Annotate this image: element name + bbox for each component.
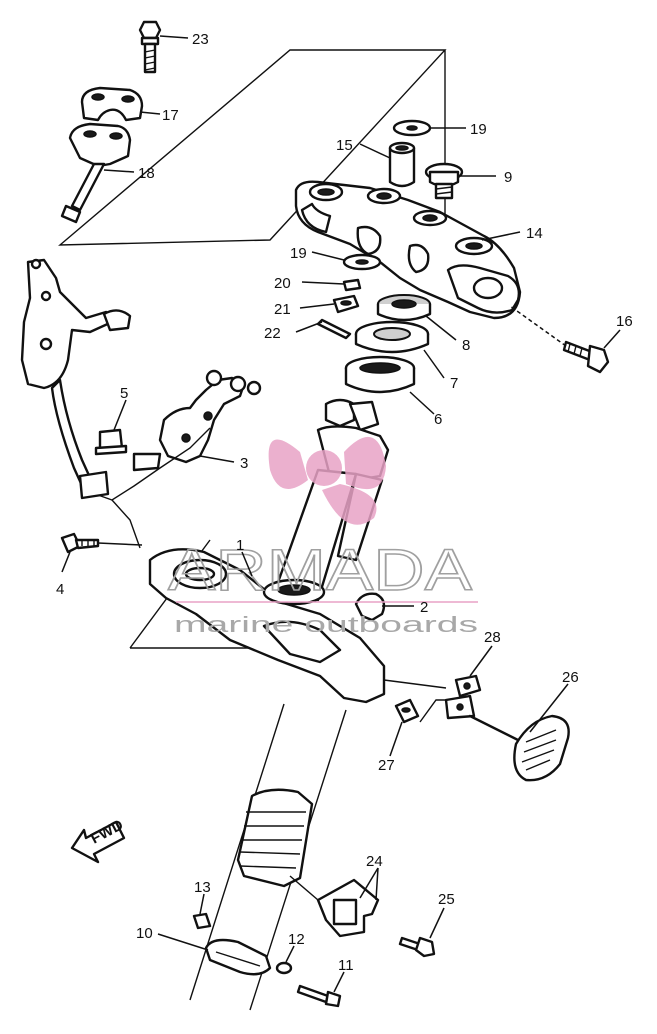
callout-28: 28 bbox=[484, 629, 501, 646]
callout-5: 5 bbox=[120, 385, 128, 402]
wire-bracket-left bbox=[20, 258, 132, 492]
washer-19-lower bbox=[342, 253, 382, 271]
bracket-3 bbox=[132, 369, 262, 472]
callout-23: 23 bbox=[192, 31, 209, 48]
leader-lines bbox=[61, 35, 621, 993]
bracket-24 bbox=[289, 875, 380, 938]
callout-3: 3 bbox=[240, 455, 248, 472]
callout-8: 8 bbox=[462, 337, 470, 354]
callout-27: 27 bbox=[378, 757, 395, 774]
washer-12 bbox=[275, 961, 293, 975]
callout-4: 4 bbox=[56, 581, 64, 598]
callout-20: 20 bbox=[274, 275, 291, 292]
callout-14: 14 bbox=[526, 225, 543, 242]
grommet-27 bbox=[394, 698, 420, 724]
cotter-pin-22 bbox=[316, 318, 352, 340]
callout-21: 21 bbox=[274, 301, 291, 318]
callout-19-top: 19 bbox=[470, 121, 487, 138]
callout-24: 24 bbox=[366, 853, 383, 870]
washer-19-top bbox=[392, 119, 432, 137]
bolt-23 bbox=[138, 20, 162, 74]
callout-1: 1 bbox=[236, 537, 244, 554]
callout-22: 22 bbox=[264, 325, 281, 342]
bolt-16 bbox=[509, 305, 610, 374]
collar-15 bbox=[388, 141, 416, 188]
reflector-26 bbox=[468, 714, 570, 782]
callout-10: 10 bbox=[136, 925, 153, 942]
nut-13 bbox=[192, 912, 212, 930]
lower-bracket bbox=[148, 548, 386, 704]
clamp-10 bbox=[204, 938, 272, 976]
callout-9: 9 bbox=[504, 169, 512, 186]
callout-16: 16 bbox=[616, 313, 633, 330]
callout-17: 17 bbox=[162, 107, 179, 124]
callout-11: 11 bbox=[338, 957, 354, 974]
plate-28 bbox=[383, 674, 482, 723]
bolt-25 bbox=[398, 936, 436, 958]
holder-18 bbox=[60, 122, 132, 224]
watermark-logo-icon bbox=[268, 436, 386, 525]
callout-2: 2 bbox=[420, 599, 428, 616]
bearing-cover-7 bbox=[354, 320, 430, 354]
upper-bracket-14 bbox=[294, 180, 522, 320]
nut-20 bbox=[342, 278, 362, 292]
callout-26: 26 bbox=[562, 669, 579, 686]
watermark-brand: ARMADA bbox=[168, 538, 472, 603]
ring-nut-8 bbox=[376, 294, 432, 322]
watermark: ARMADA marine outboards bbox=[167, 436, 478, 637]
bearing-6 bbox=[344, 355, 416, 394]
bolt-11 bbox=[296, 984, 342, 1008]
screw-4 bbox=[60, 532, 100, 554]
callout-7: 7 bbox=[450, 375, 458, 392]
holder-cap-17 bbox=[80, 86, 144, 122]
callout-19-lower: 19 bbox=[290, 245, 307, 262]
wire-loop bbox=[78, 427, 211, 549]
callout-numbers: 23 17 18 19 15 9 14 19 20 21 22 8 7 16 6… bbox=[56, 31, 633, 974]
callout-6: 6 bbox=[434, 411, 442, 428]
callout-13: 13 bbox=[194, 879, 211, 896]
callout-15: 15 bbox=[336, 137, 353, 154]
nut-21 bbox=[332, 294, 360, 314]
bolt-9 bbox=[424, 162, 464, 200]
callout-18: 18 bbox=[138, 165, 155, 182]
clip-5 bbox=[94, 428, 128, 456]
callout-25: 25 bbox=[438, 891, 455, 908]
watermark-tagline: marine outboards bbox=[174, 612, 478, 637]
fwd-arrow bbox=[70, 820, 126, 864]
callout-12: 12 bbox=[288, 931, 305, 948]
ring-2 bbox=[354, 592, 386, 622]
